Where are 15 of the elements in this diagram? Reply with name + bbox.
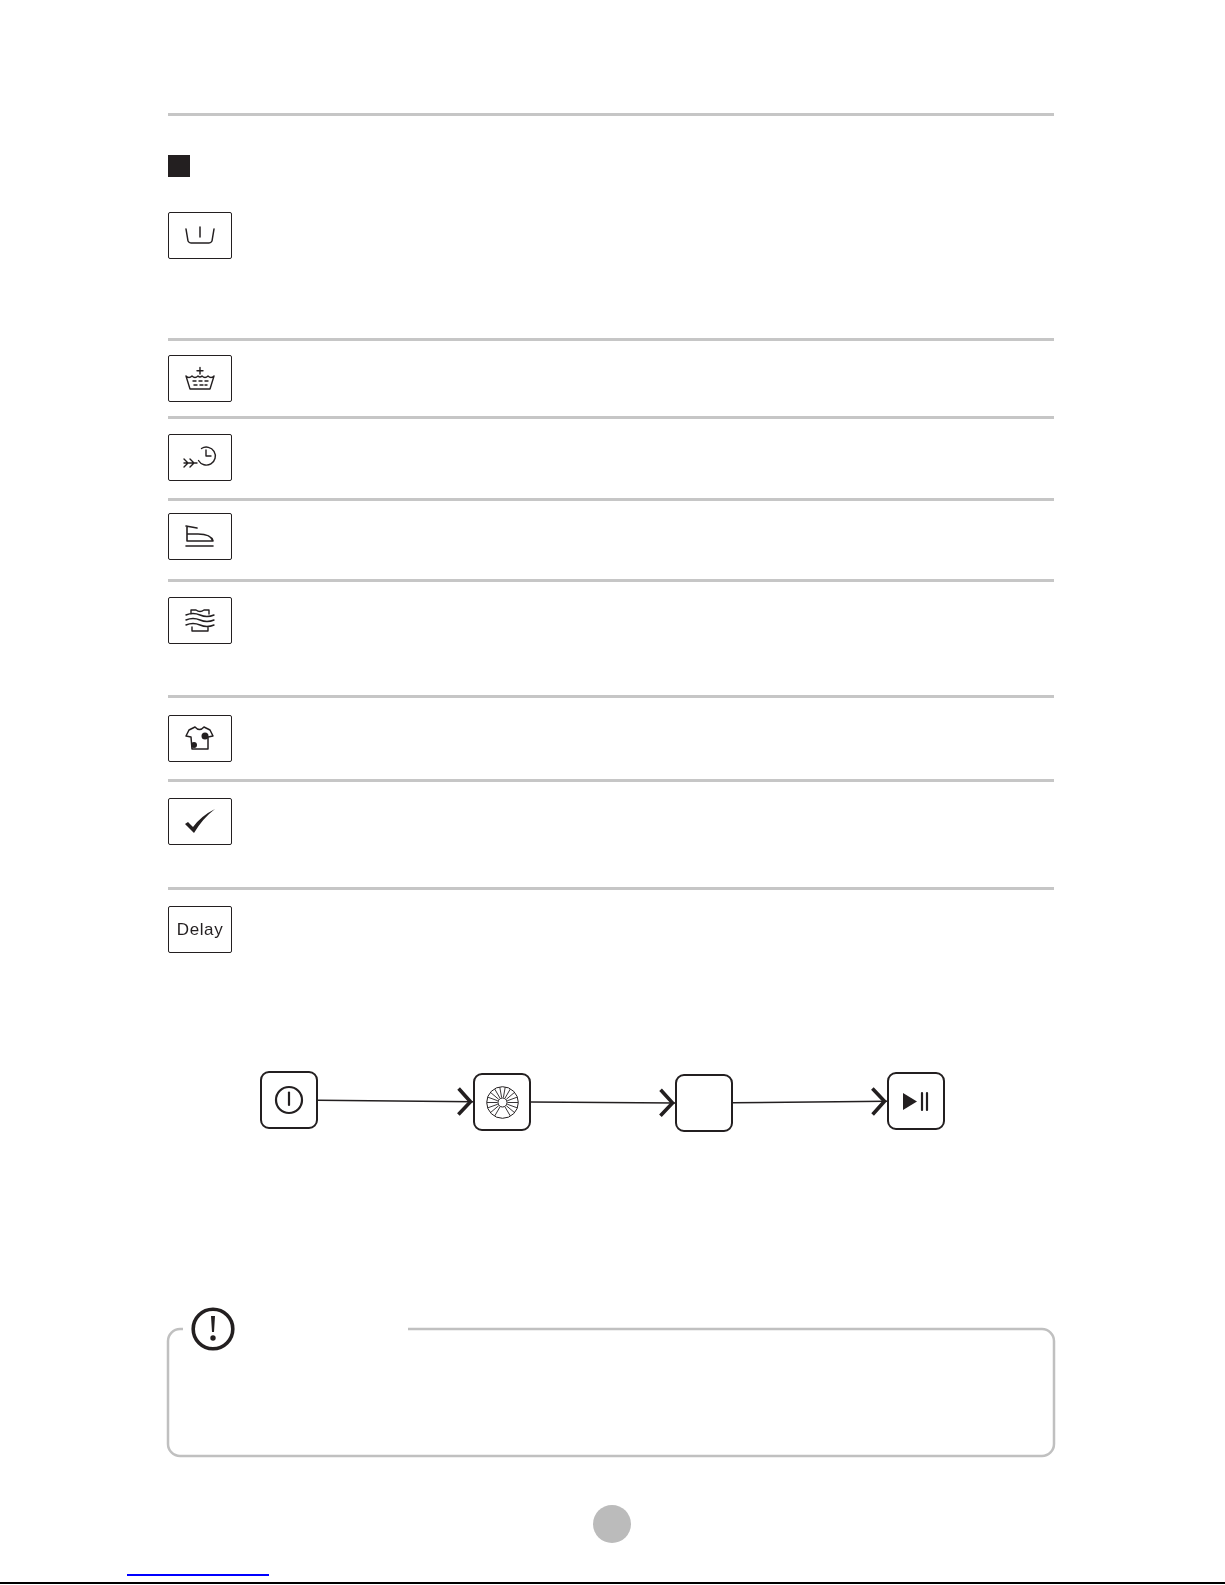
control-button xyxy=(260,1071,318,1129)
panel-button: Delay xyxy=(168,906,232,953)
panel-button xyxy=(168,212,232,259)
control-button xyxy=(887,1072,945,1130)
arrow xyxy=(530,1088,676,1118)
panel-button xyxy=(168,715,232,762)
control-button xyxy=(473,1073,531,1131)
arrow xyxy=(732,1086,888,1117)
panel-button xyxy=(168,798,232,845)
panel-button xyxy=(168,355,232,402)
panel-button xyxy=(168,597,232,644)
control-button xyxy=(675,1074,733,1132)
panel-button xyxy=(168,513,232,560)
arrow xyxy=(317,1086,474,1117)
panel-button xyxy=(168,434,232,481)
